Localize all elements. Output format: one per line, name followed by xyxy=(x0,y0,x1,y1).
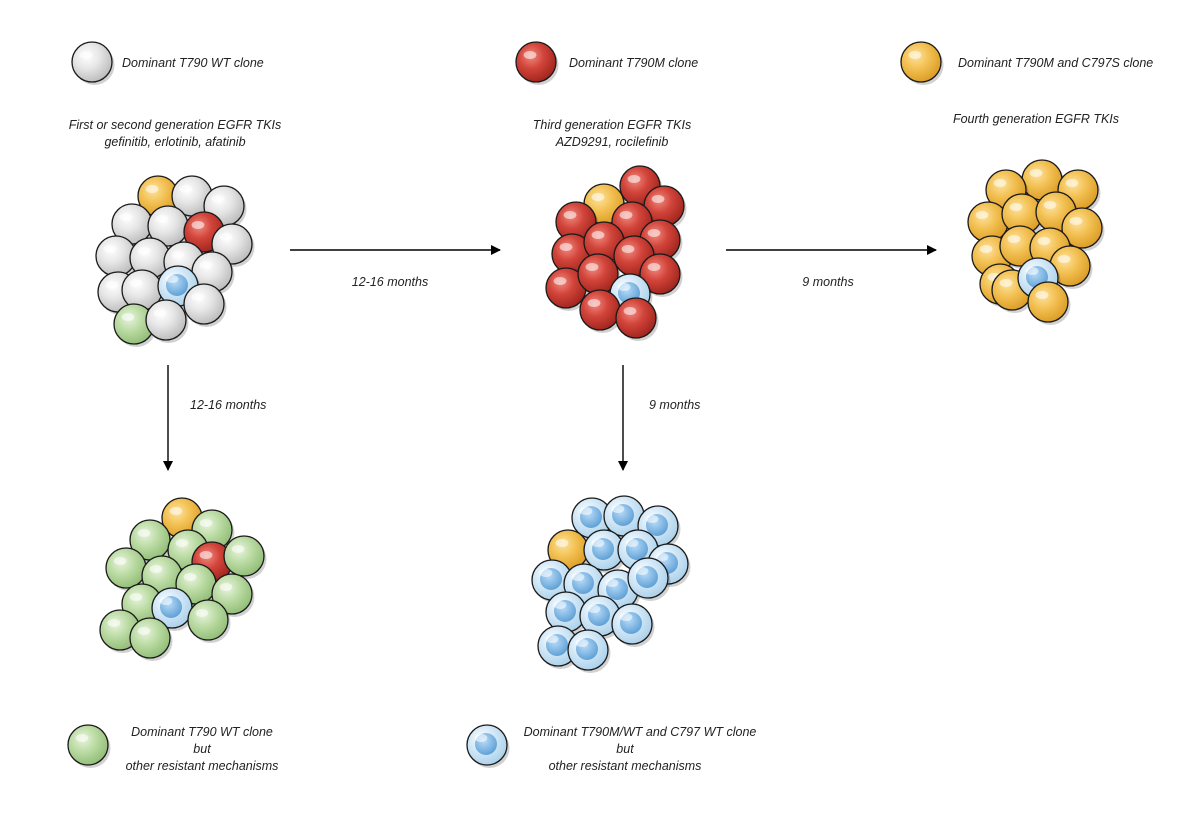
legend-green-cell xyxy=(67,724,111,768)
legend-blue-cell xyxy=(466,724,510,768)
cluster-first-cell-5 xyxy=(147,205,191,249)
legend-blue: Dominant T790M/WT and C797 WT clone but … xyxy=(466,724,757,773)
legend-green-cell-disc xyxy=(67,724,111,768)
therapy-first-line-1: First or second generation EGFR TKIs xyxy=(69,118,282,132)
legend-blue-line-1: Dominant T790M/WT and C797 WT clone xyxy=(524,725,757,739)
therapy-third-line-2: AZD9291, rocilefinib xyxy=(555,135,669,149)
legend-wt-cell-disc xyxy=(71,41,115,85)
cluster-first-cell-4 xyxy=(111,203,155,247)
cluster-third-resist-cell-6 xyxy=(617,529,661,573)
therapy-third-line-1: Third generation EGFR TKIs xyxy=(533,118,691,132)
cluster-third-generation xyxy=(545,165,687,341)
therapy-third: Third generation EGFR TKIs AZD9291, roci… xyxy=(533,118,691,149)
cluster-fourth-cell-4 xyxy=(967,201,1011,245)
cluster-third-resist-cell-12 xyxy=(545,591,589,635)
cluster-third-cell-11 xyxy=(545,267,589,311)
legend-wt: Dominant T790 WT clone xyxy=(71,41,264,85)
cluster-first-resist-cell-13 xyxy=(187,599,231,643)
cluster-third-generation-resistance xyxy=(531,495,691,673)
cluster-third-resist-cell-14 xyxy=(611,603,655,647)
legend-green-line-1: Dominant T790 WT clone xyxy=(131,725,273,739)
arrow-first-to-third: 12-16 months xyxy=(290,245,501,289)
cluster-first-resist-cell-4 xyxy=(105,547,149,591)
legend-t790m-cell xyxy=(515,41,559,85)
therapy-fourth-line-1: Fourth generation EGFR TKIs xyxy=(953,112,1119,126)
therapy-first: First or second generation EGFR TKIs gef… xyxy=(69,118,282,149)
cluster-third-cell-10 xyxy=(639,253,683,297)
cluster-first-cell-15 xyxy=(183,283,227,327)
cluster-fourth-cell-15 xyxy=(1027,281,1071,325)
therapy-fourth: Fourth generation EGFR TKIs xyxy=(953,112,1119,126)
arrow-first-down-duration: 12-16 months xyxy=(190,398,266,412)
arrow-first-to-third-duration: 12-16 months xyxy=(352,275,428,289)
legend-green-line-2: but xyxy=(193,742,211,756)
cluster-fourth-cell-11 xyxy=(1049,245,1093,289)
cluster-third-resist-cell-11 xyxy=(627,557,671,601)
legend-c797s-label: Dominant T790M and C797S clone xyxy=(958,56,1153,70)
cluster-first-cell-8 xyxy=(95,235,139,279)
legend-c797s-cell-disc xyxy=(900,41,944,85)
arrow-third-down-duration: 9 months xyxy=(649,398,700,412)
legend-t790m: Dominant T790M clone xyxy=(515,41,698,85)
legend-blue-line-2: but xyxy=(616,742,634,756)
legend-t790m-label: Dominant T790M clone xyxy=(569,56,698,70)
cluster-first-cell-17 xyxy=(145,299,189,343)
legend-blue-cell-disc xyxy=(466,724,510,768)
arrow-third-to-fourth-duration: 9 months xyxy=(802,275,853,289)
cluster-fourth-generation xyxy=(967,159,1105,325)
legend-c797s: Dominant T790M and C797S clone xyxy=(900,41,1153,85)
cluster-first-resist-cell-10 xyxy=(211,573,255,617)
cluster-third-resist-cell-5 xyxy=(583,529,627,573)
arrow-first-down: 12-16 months xyxy=(163,365,266,471)
cluster-first-generation xyxy=(95,175,255,347)
legend-t790m-cell-disc xyxy=(515,41,559,85)
cluster-first-generation-resistance xyxy=(99,497,267,661)
cluster-third-cell-15 xyxy=(615,297,659,341)
legend-green: Dominant T790 WT clone but other resista… xyxy=(67,724,279,773)
cluster-third-cell-12 xyxy=(577,253,621,297)
cluster-first-resist-cell-2 xyxy=(129,519,173,563)
cluster-first-resist-cell-15 xyxy=(129,617,173,661)
cluster-third-resist-cell-2 xyxy=(603,495,647,539)
therapy-first-line-2: gefinitib, erlotinib, afatinib xyxy=(104,135,245,149)
cluster-third-resist-cell-16 xyxy=(567,629,611,673)
cluster-fourth-cell-7 xyxy=(1061,207,1105,251)
arrow-third-down: 9 months xyxy=(618,365,700,471)
cluster-third-cell-14 xyxy=(579,289,623,333)
legend-c797s-cell xyxy=(900,41,944,85)
legend-blue-line-3: other resistant mechanisms xyxy=(549,759,702,773)
legend-wt-cell xyxy=(71,41,115,85)
cluster-first-resist-cell-12 xyxy=(151,587,195,631)
legend-wt-label: Dominant T790 WT clone xyxy=(122,56,264,70)
arrow-third-to-fourth: 9 months xyxy=(726,245,937,289)
legend-green-line-3: other resistant mechanisms xyxy=(126,759,279,773)
cluster-first-resist-cell-7 xyxy=(223,535,267,579)
